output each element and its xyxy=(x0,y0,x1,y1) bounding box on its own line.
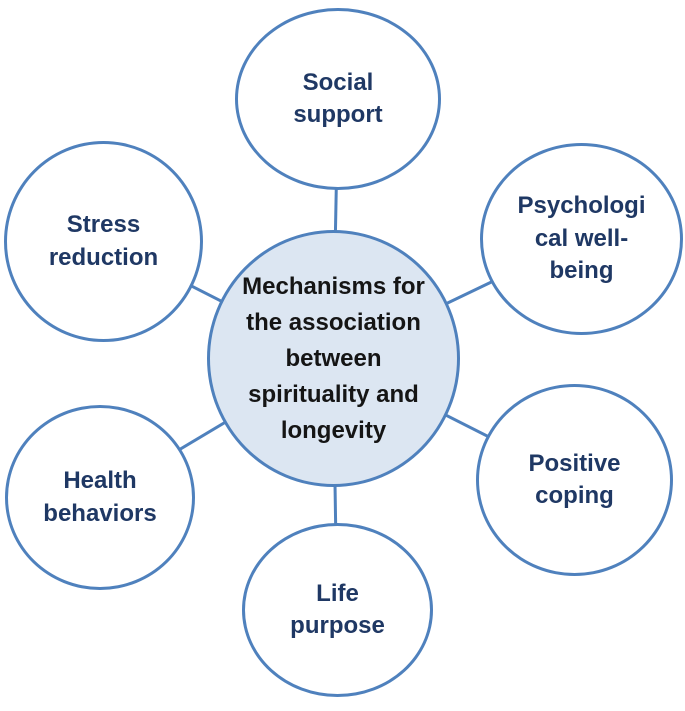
node-health-behaviors-label: Health behaviors xyxy=(43,467,157,527)
node-positive-coping-label: Positive coping xyxy=(528,449,621,509)
node-positive-coping: Positive coping xyxy=(476,384,673,576)
node-psychological-well-being: Psychologi cal well- being xyxy=(480,143,683,335)
center-node-label: Mechanisms for the association between s… xyxy=(242,272,425,444)
node-social-support: Social support xyxy=(235,8,441,190)
node-life-purpose-label: Life purpose xyxy=(290,579,385,639)
node-stress-reduction-label: Stress reduction xyxy=(48,211,159,271)
center-node-mechanisms: Mechanisms for the association between s… xyxy=(207,230,460,487)
node-life-purpose: Life purpose xyxy=(242,523,433,697)
node-health-behaviors: Health behaviors xyxy=(5,405,195,590)
node-stress-reduction: Stress reduction xyxy=(4,141,203,342)
node-social-support-label: Social support xyxy=(293,68,383,128)
node-psychological-well-being-label: Psychologi cal well- being xyxy=(517,192,646,285)
